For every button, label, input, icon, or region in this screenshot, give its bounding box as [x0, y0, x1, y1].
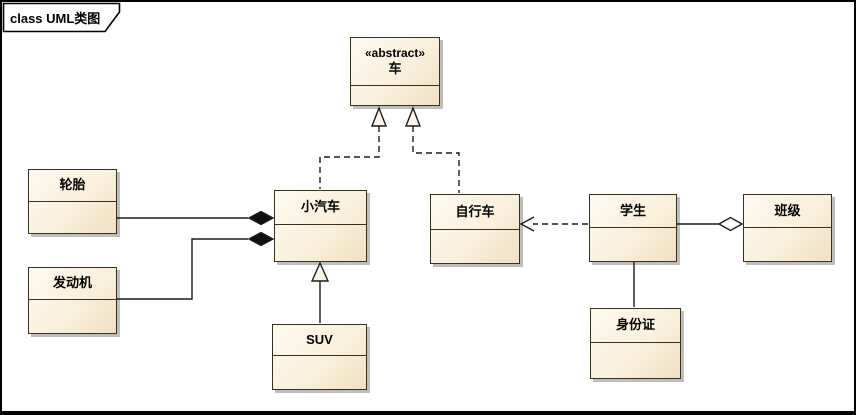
generalization-connector-suv-car[interactable]: [310, 261, 330, 323]
attr-compartment: [591, 343, 680, 378]
class-header-idcard: 身份证: [591, 309, 680, 343]
class-box-vehicle[interactable]: «abstract» 车: [350, 37, 440, 106]
composition-connector-tire-car[interactable]: [117, 210, 275, 226]
class-header-vehicle: «abstract» 车: [351, 38, 439, 86]
class-name-suv: SUV: [306, 331, 333, 347]
class-name-idcard: 身份证: [615, 317, 655, 333]
dependency-connector-student-bicycle[interactable]: [519, 216, 588, 232]
hollow-triangle-marker: [310, 261, 330, 282]
hollow-triangle-marker: [404, 106, 422, 127]
class-header-tire: 轮胎: [29, 170, 116, 202]
attr-compartment: [590, 228, 676, 261]
class-box-classroom[interactable]: 班级: [743, 194, 832, 262]
attr-compartment: [29, 300, 116, 333]
class-header-student: 学生: [590, 195, 676, 228]
class-header-suv: SUV: [273, 325, 366, 356]
class-box-engine[interactable]: 发动机: [28, 267, 117, 334]
frame-label: class UML类图: [10, 11, 101, 26]
hollow-triangle-marker: [370, 106, 388, 127]
class-box-bicycle[interactable]: 自行车: [430, 194, 520, 264]
attr-compartment: [431, 230, 519, 263]
stereotype-label: «abstract»: [364, 45, 426, 60]
hollow-diamond-marker: [717, 216, 744, 232]
class-header-bicycle: 自行车: [431, 195, 519, 230]
class-name-vehicle: 车: [388, 60, 402, 76]
class-box-tire[interactable]: 轮胎: [28, 169, 117, 234]
attr-compartment: [744, 228, 831, 261]
open-arrow-marker: [519, 216, 535, 232]
aggregation-connector-classroom-student[interactable]: [677, 216, 744, 232]
class-box-student[interactable]: 学生: [589, 194, 677, 262]
attr-compartment: [273, 356, 366, 389]
class-name-tire: 轮胎: [59, 177, 86, 193]
class-name-bicycle: 自行车: [455, 203, 495, 219]
filled-diamond-marker: [247, 210, 275, 226]
class-header-engine: 发动机: [29, 268, 116, 300]
attr-compartment: [275, 225, 366, 261]
class-box-car[interactable]: 小汽车: [274, 190, 367, 262]
filled-diamond-marker: [247, 231, 275, 247]
class-name-classroom: 班级: [774, 202, 801, 218]
class-header-classroom: 班级: [744, 195, 831, 228]
realization-connector-bicycle-vehicle[interactable]: [404, 106, 460, 193]
class-name-student: 学生: [619, 202, 646, 218]
attr-compartment: [351, 86, 439, 105]
class-box-idcard[interactable]: 身份证: [590, 308, 681, 379]
class-name-engine: 发动机: [52, 275, 92, 291]
realization-connector-car-vehicle[interactable]: [319, 106, 388, 189]
class-name-car: 小汽车: [300, 199, 340, 215]
attr-compartment: [29, 202, 116, 233]
composition-connector-engine-car[interactable]: [117, 231, 275, 300]
class-header-car: 小汽车: [275, 191, 366, 225]
class-box-suv[interactable]: SUV: [272, 324, 367, 390]
